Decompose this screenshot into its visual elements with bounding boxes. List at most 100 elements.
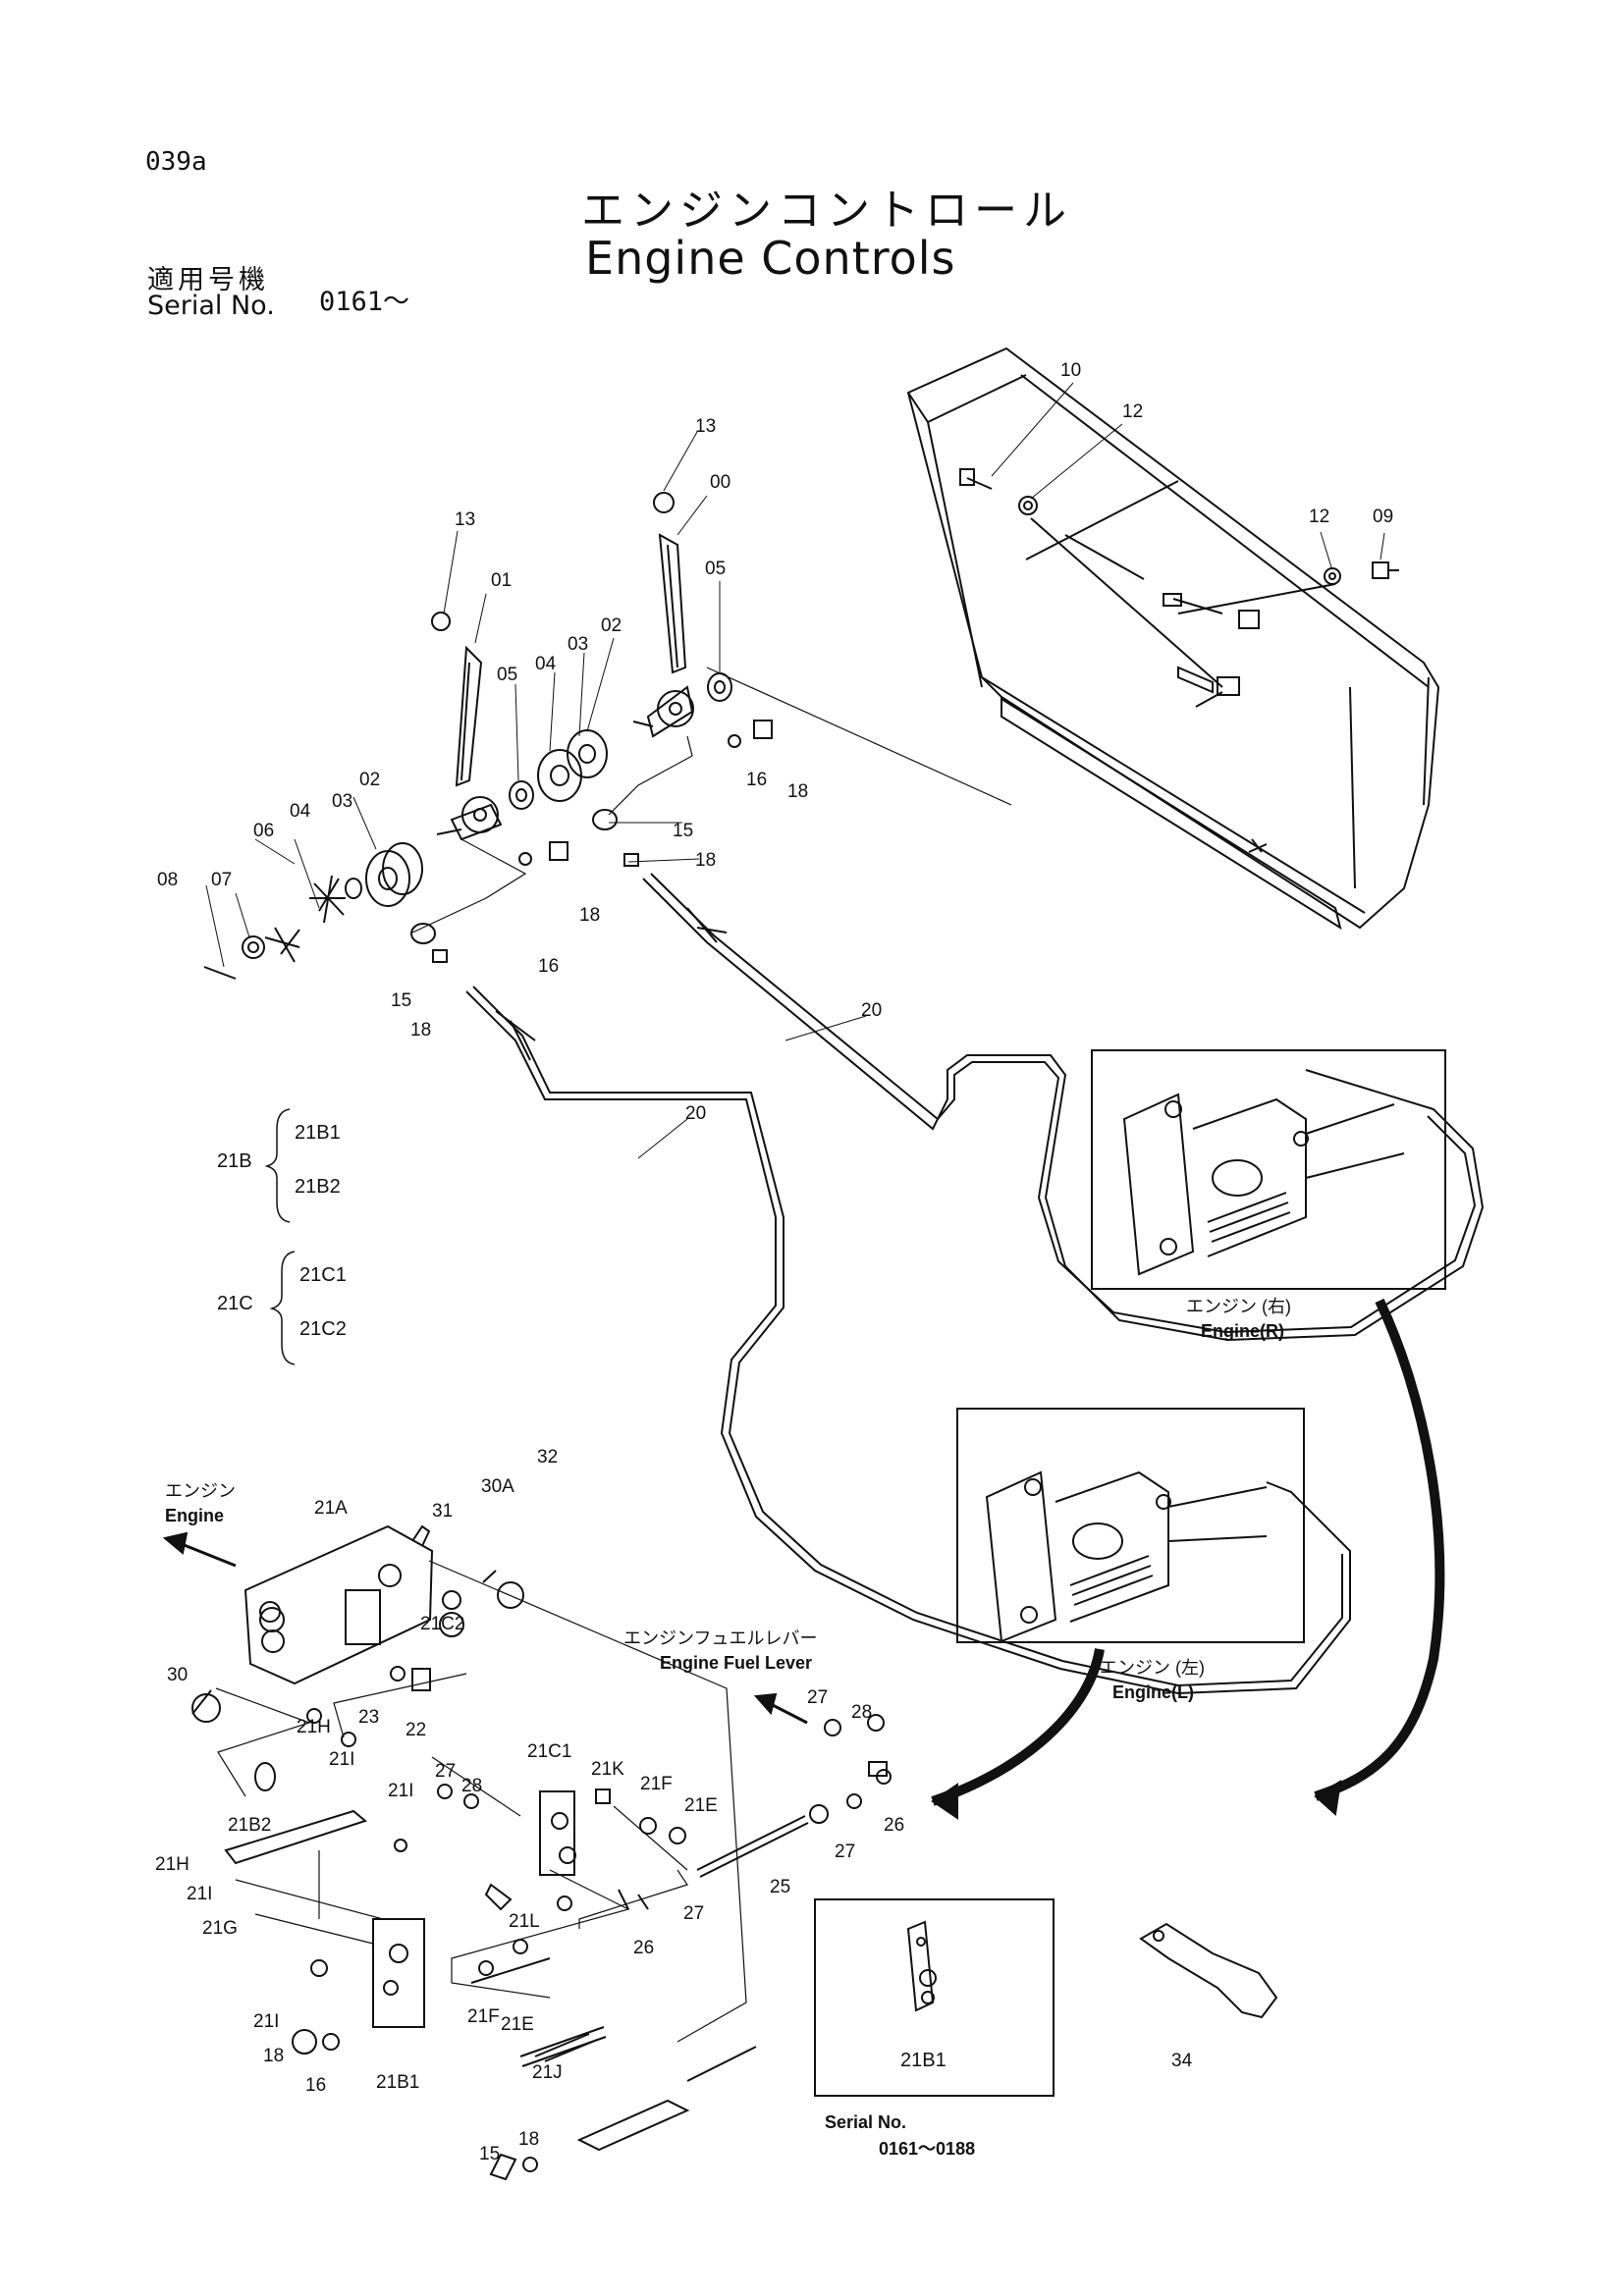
linkage-leader-lines [215,1560,747,2043]
part-callout: 21E [684,1795,718,1816]
part-callout: 21F [640,1774,673,1794]
part-callout: 13 [695,416,716,437]
part-callout: 21B2 [228,1815,271,1836]
part-callout: 21E [501,2014,534,2035]
part-callout: 21H [155,1854,189,1875]
part-callout: 21K [591,1759,624,1780]
serial-value: 0161～ [319,287,410,317]
part-callout: 22 [406,1720,426,1740]
cable-clip [1139,1922,1278,2019]
group-label: 21B [217,1150,252,1172]
panel-fasteners [959,468,1399,708]
control-cable-right [642,873,1485,1342]
part-callout: 13 [455,509,475,530]
part-callout: 26 [633,1938,654,1958]
serial-label-japanese: 適用号機 [147,265,269,295]
serial-inset-label: Serial No. [825,2112,906,2132]
fuel-lever-direction-arrow [768,1701,808,1725]
part-callout: 18 [787,781,808,802]
part-callout: 00 [710,472,730,493]
part-callout: 20 [685,1103,706,1124]
page-title: Engine Controls [585,232,956,285]
linkage-bracket-21A [243,1524,434,1685]
part-callout: 34 [1171,2051,1193,2071]
part-callout: 16 [746,770,767,790]
part-callout: 26 [884,1815,904,1836]
bushing-stack-left [203,729,608,980]
part-callout: 25 [770,1877,790,1897]
engine-right-caption-jp: エンジン (右) [1186,1297,1291,1316]
part-callout: 05 [497,665,517,685]
control-cable-left [465,986,1351,1695]
throttle-lever-left [431,612,503,841]
part-callout: 21I [187,1884,212,1904]
control-panel-housing [906,347,1440,931]
part-callout: 21L [509,1911,540,1932]
part-callout: 21I [329,1749,354,1770]
throttle-lever-right [592,492,773,867]
part-callout: 31 [432,1501,453,1522]
part-callout: 09 [1373,507,1393,527]
page-code: 039a [145,147,207,177]
inset-engine-left [956,1408,1305,1643]
part-callout: 04 [290,801,311,822]
group-21C: 21C 21C1 21C2 [217,1251,347,1365]
group-member: 21C2 [299,1318,347,1340]
part-callout: 18 [579,905,600,926]
part-callout: 15 [479,2144,500,2164]
part-callouts [205,382,1385,1159]
fuel-lever-label: Engine Fuel Lever [660,1653,812,1673]
part-callout: 02 [601,615,622,636]
inset-engine-right [1091,1049,1446,1290]
serial-range-inset [814,1898,1055,2097]
part-callout: 10 [1060,360,1081,381]
part-callout: 12 [1309,507,1329,527]
connection-arrows [931,1298,1445,1806]
group-member: 21B2 [295,1176,341,1198]
part-callout: 08 [157,870,178,890]
part-callout: 21G [202,1918,238,1939]
part-callout: 02 [359,770,380,790]
part-callout: 12 [1122,401,1143,422]
part-callout: 07 [211,870,232,890]
part-callout: 21F [467,2006,500,2027]
part-callout: 18 [263,2046,284,2066]
part-callout: 15 [391,990,411,1011]
part-callout: 27 [683,1903,704,1924]
serial-label: Serial No. [147,291,275,321]
part-callout: 05 [705,559,726,579]
engine-left-caption-jp: エンジン (左) [1100,1658,1205,1678]
engine-direction-arrow [181,1542,237,1568]
part-callout: 06 [253,821,274,841]
group-member: 21B1 [295,1122,341,1144]
part-callout: 21I [253,2011,279,2032]
part-callout: 16 [538,956,559,977]
part-callout: 21A [314,1498,348,1519]
serial-inset-part: 21B1 [900,2050,947,2071]
part-callout: 28 [851,1702,872,1723]
part-callout: 21I [388,1781,413,1801]
part-callout: 27 [835,1842,855,1862]
part-callout: 27 [807,1687,828,1708]
engine-left-caption: Engine(L) [1112,1682,1194,1702]
part-callout: 32 [537,1447,558,1468]
part-callout: 16 [305,2075,326,2096]
part-callout: 30A [481,1476,514,1497]
linkage-parts [191,1570,892,2181]
part-callout: 04 [535,654,557,674]
serial-inset-range: 0161～0188 [879,2139,975,2159]
group-label: 21C [217,1293,253,1314]
part-callout: 15 [673,821,693,841]
part-callout: 03 [332,791,352,812]
part-callout: 21J [532,2062,563,2083]
part-callout: 21H [297,1717,331,1737]
part-callout: 21C2 [420,1614,464,1634]
part-callout: 28 [461,1776,482,1796]
group-member: 21C1 [299,1264,347,1286]
part-callout: 21C1 [527,1741,571,1762]
part-callout: 03 [568,634,588,655]
assembly-leader-lines [411,667,1012,934]
part-callout: 30 [167,1665,188,1685]
